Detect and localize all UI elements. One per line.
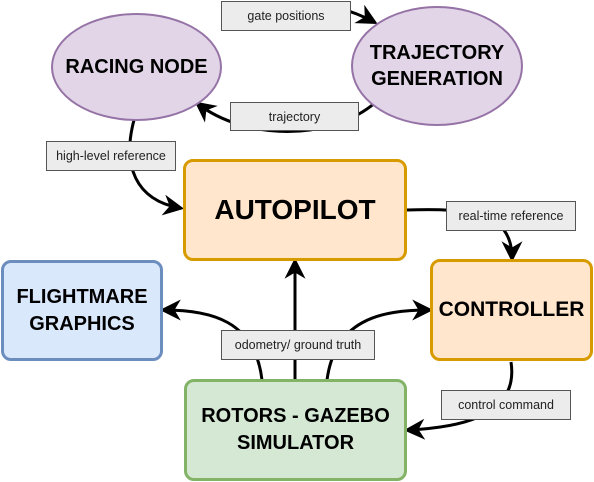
- label-control-command: control command: [441, 390, 571, 420]
- autopilot-label: AUTOPILOT: [214, 194, 376, 225]
- controller-label: CONTROLLER: [438, 298, 585, 321]
- racing-node: RACING NODE: [51, 13, 222, 121]
- label-high-level-reference: high-level reference: [46, 141, 176, 171]
- rotors-gazebo-label: ROTORS - GAZEBO SIMULATOR: [201, 405, 390, 454]
- edge-odometry-to-flightmare: [159, 299, 264, 381]
- controller-node: CONTROLLER: [430, 259, 593, 361]
- flightmare-graphics-node: FLIGHTMARE GRAPHICS: [1, 260, 163, 361]
- flightmare-graphics-label: FLIGHTMARE GRAPHICS: [16, 285, 148, 335]
- edge-odometry-to-controller: [325, 299, 434, 381]
- autopilot-node: AUTOPILOT: [183, 159, 407, 261]
- label-gate-positions: gate positions: [221, 1, 351, 31]
- trajectory-generation-label: TRAJECTORY GENERATION: [369, 42, 505, 90]
- label-real-time-reference: real-time reference: [446, 201, 576, 231]
- racing-node-label: RACING NODE: [65, 56, 208, 78]
- edge-high-level-reference: [128, 119, 185, 216]
- label-odometry-ground-truth: odometry/ ground truth: [221, 330, 375, 360]
- trajectory-generation-node: TRAJECTORY GENERATION: [351, 6, 523, 126]
- label-trajectory: trajectory: [230, 102, 359, 131]
- rotors-gazebo-node: ROTORS - GAZEBO SIMULATOR: [184, 379, 407, 481]
